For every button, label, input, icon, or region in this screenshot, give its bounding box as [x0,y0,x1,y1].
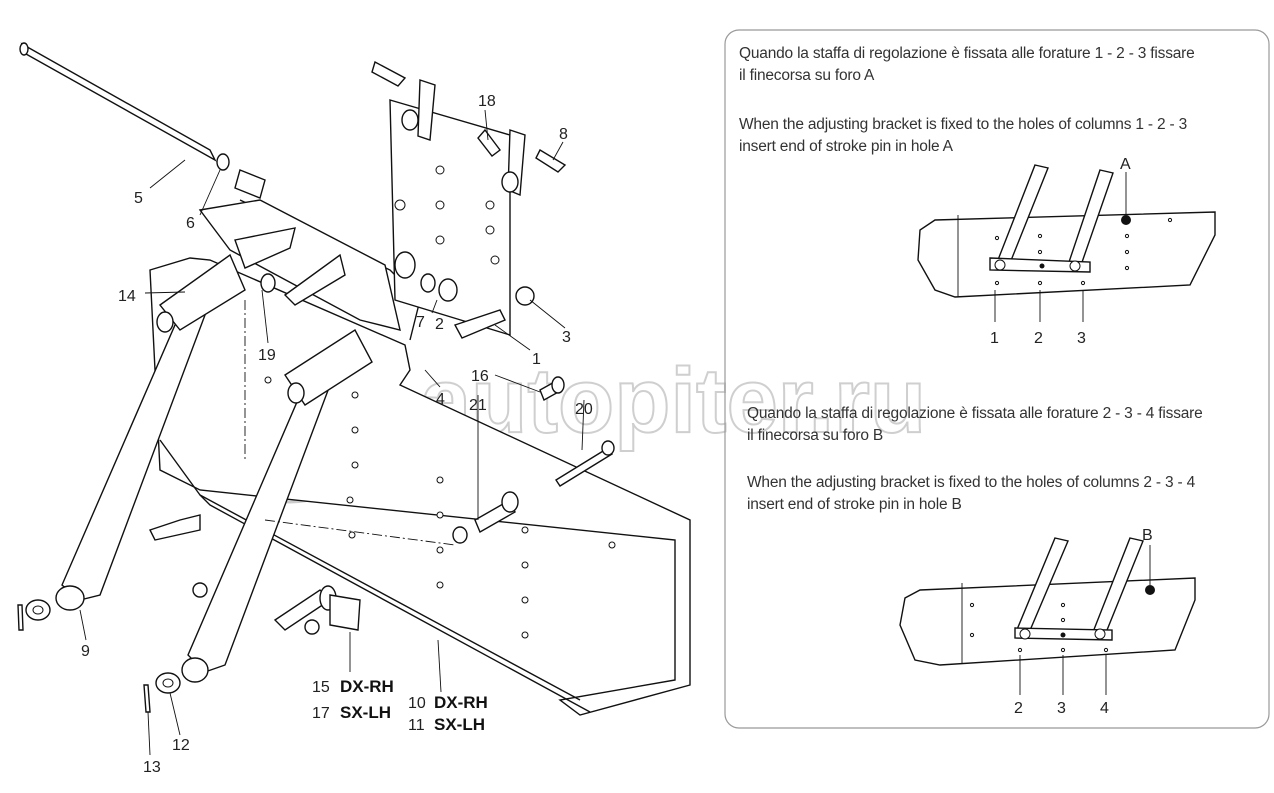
note-b-it-line-1: Quando la staffa di regolazione è fissat… [747,405,1203,422]
callout-19: 19 [258,347,276,364]
detail-a-hole-label: A [1120,156,1131,173]
callouts: 5 6 14 19 18 8 7 2 3 1 16 4 21 20 9 12 1… [81,93,593,776]
detail-a-column-3: 3 [1077,330,1086,347]
callout-12: 12 [172,737,190,754]
callout-4: 4 [436,391,445,408]
callout-17-sx-lh: SX-LH [340,703,391,722]
detail-b-column-2: 2 [1014,700,1023,717]
callout-11-sx-lh: SX-LH [434,715,485,734]
part-main-frame [149,199,691,716]
callout-11: 11 [408,717,425,734]
callout-16: 16 [471,368,489,385]
callout-15-dx-rh: DX-RH [340,677,394,696]
callout-1: 1 [532,351,541,368]
note-b-en-line-1: When the adjusting bracket is fixed to t… [747,474,1195,491]
callout-14: 14 [118,288,136,305]
note-b-en-line-2: insert end of stroke pin in hole B [747,496,962,513]
part-rod [19,42,266,199]
callout-10: 10 [408,695,426,712]
note-a-it-line-2: il finecorsa su foro A [739,67,875,84]
note-a-en-line-1: When the adjusting bracket is fixed to t… [739,116,1187,133]
note-a-italian: Quando la staffa di regolazione è fissat… [739,43,1195,87]
callout-9: 9 [81,643,90,660]
part-hardware [17,300,615,713]
callout-5: 5 [134,190,143,207]
callout-21: 21 [469,397,487,414]
note-b-italian: Quando la staffa di regolazione è fissat… [747,403,1203,447]
note-b-it-line-2: il finecorsa su foro B [747,427,884,444]
detail-b-column-3: 3 [1057,700,1066,717]
note-a-en-line-2: insert end of stroke pin in hole A [739,138,953,155]
callout-7: 7 [416,314,425,331]
note-panel [724,29,1270,729]
part-lift-arms [55,227,373,683]
callout-3: 3 [562,329,571,346]
detail-b-hole-label: B [1142,527,1153,544]
note-a-english: When the adjusting bracket is fixed to t… [739,114,1187,158]
callout-8: 8 [559,126,568,143]
detail-a-column-1: 1 [990,330,999,347]
detail-a-column-2: 2 [1034,330,1043,347]
callout-10-dx-rh: DX-RH [434,693,488,712]
callout-2: 2 [435,316,444,333]
detail-b: B 2 3 4 [899,527,1196,717]
callout-13: 13 [143,759,161,776]
callout-18: 18 [478,93,496,110]
detail-a: A 1 2 3 [917,156,1216,347]
callout-17: 17 [312,705,330,722]
callout-6: 6 [186,215,195,232]
callout-15: 15 [312,679,330,696]
note-b-english: When the adjusting bracket is fixed to t… [747,472,1195,516]
leader-lines [79,109,585,756]
detail-b-column-4: 4 [1100,700,1109,717]
part-adjusting-plate [371,60,567,339]
callout-20: 20 [575,401,593,418]
note-a-it-line-1: Quando la staffa di regolazione è fissat… [739,45,1195,62]
